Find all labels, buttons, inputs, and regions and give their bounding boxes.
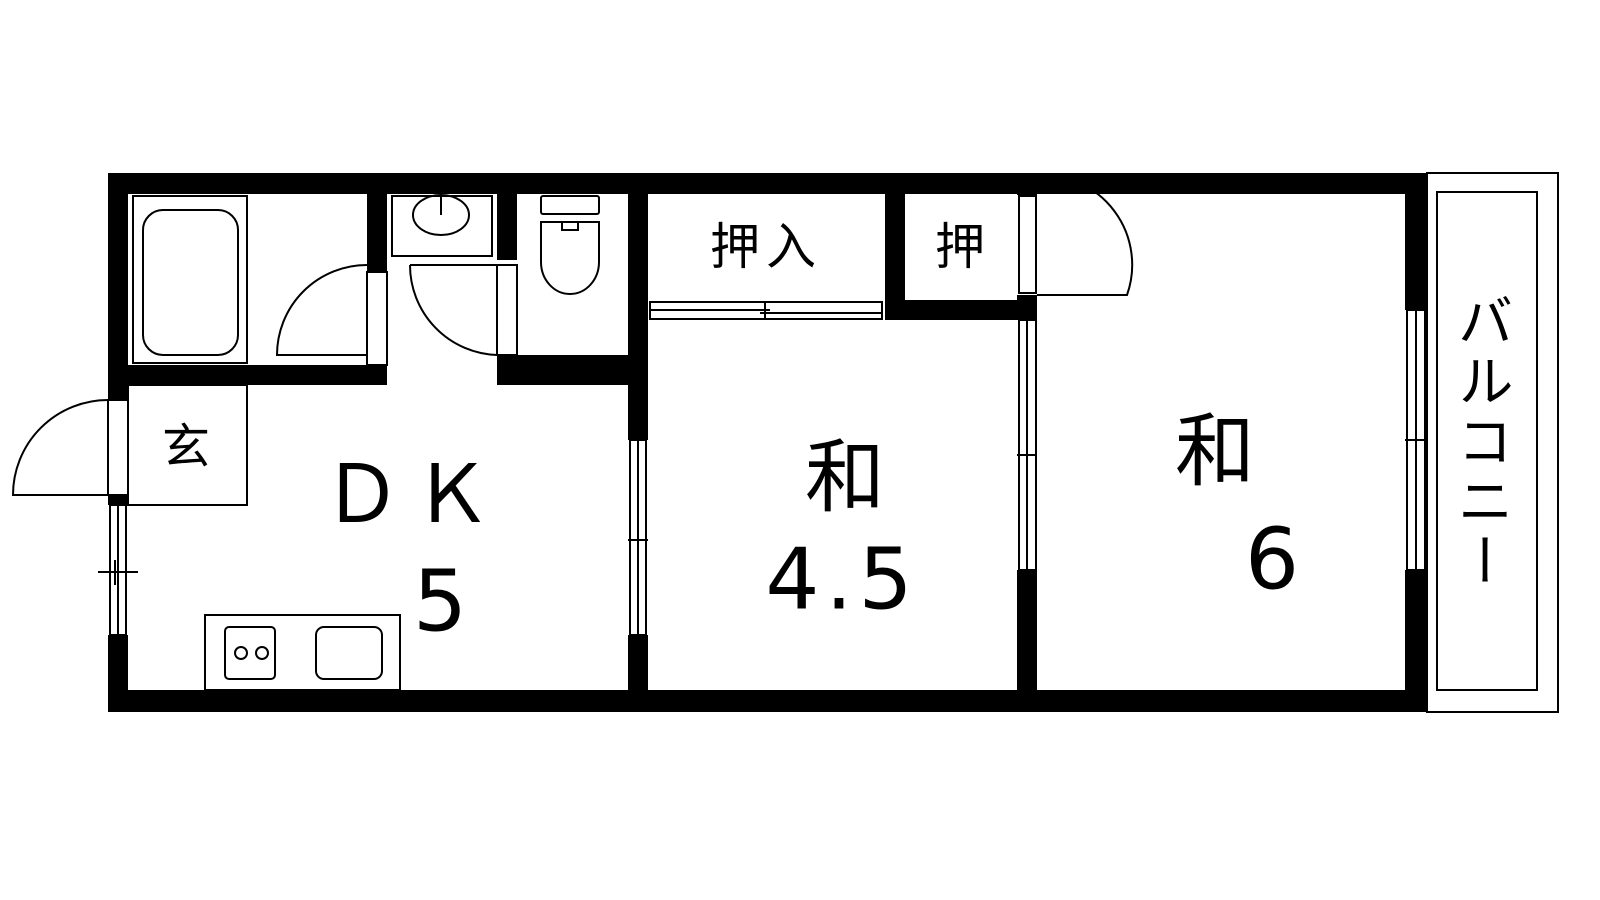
room-label-dk: ＤＫ [322, 448, 502, 541]
washbasin-icon [391, 194, 493, 257]
window-dk-east [628, 439, 648, 636]
window-balcony [1405, 309, 1427, 571]
bathtub-icon [132, 195, 248, 364]
closet-label-small: 押 [935, 218, 985, 276]
walls [108, 173, 1427, 712]
room-label-washitsu-1: 和 [805, 431, 885, 524]
window-dk-west [98, 504, 138, 636]
room-size-washitsu-2: 6 [1244, 510, 1300, 610]
room6-door-icon [1018, 173, 1134, 296]
toilet-door-icon [409, 264, 518, 356]
kitchen-counter [204, 614, 401, 691]
room-size-dk: 5 [412, 552, 468, 652]
closet-label-large: 押入 [710, 218, 822, 276]
balcony-outline [1426, 172, 1559, 713]
toilet-icon [540, 195, 600, 295]
entrance-door-icon [11, 399, 129, 496]
closet-sliding-door [649, 301, 883, 320]
entrance-floor [127, 384, 248, 506]
room-size-washitsu-1: 4.5 [765, 530, 919, 630]
entrance-label: 玄 [161, 419, 211, 475]
bathroom-door-icon [275, 264, 388, 366]
room-label-washitsu-2: 和 [1175, 405, 1255, 498]
balcony-label: バルコニー [1448, 292, 1513, 592]
window-partition [1017, 319, 1037, 571]
